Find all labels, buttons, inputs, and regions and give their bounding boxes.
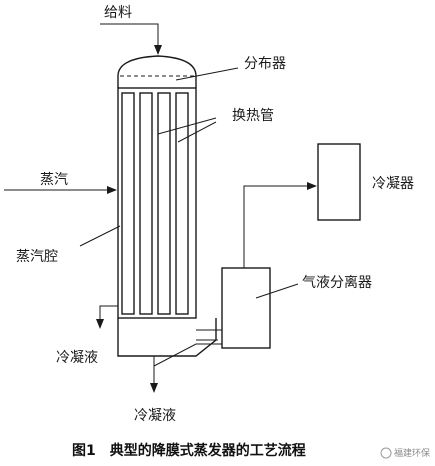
steam-label: 蒸汽 xyxy=(40,172,68,188)
condensate-bottom-label: 冷凝液 xyxy=(134,408,176,424)
heat-tubes-leader-2 xyxy=(177,121,217,143)
steam-chamber-label: 蒸汽腔 xyxy=(16,249,58,265)
distributor-label: 分布器 xyxy=(244,56,286,72)
condensate-left-arrow xyxy=(96,305,118,329)
distributor-leader xyxy=(175,67,239,81)
condenser-label: 冷凝器 xyxy=(372,176,414,192)
bottom-chamber xyxy=(117,318,217,357)
condensate-funnel xyxy=(153,343,222,367)
gas-liquid-separator xyxy=(221,267,271,349)
evaporator-top-dome xyxy=(117,55,197,88)
feed-arrow xyxy=(100,23,162,55)
watermark-icon xyxy=(380,447,392,459)
heat-tube xyxy=(157,92,171,315)
vapor-line-to-condenser xyxy=(243,182,317,268)
heat-tubes-label: 换热管 xyxy=(232,107,274,124)
heat-tubes-leader-1 xyxy=(157,117,217,135)
heat-tube xyxy=(175,92,189,315)
condenser xyxy=(317,143,361,221)
feed-label: 给料 xyxy=(104,5,132,21)
separator-leader xyxy=(255,283,299,299)
steam-chamber-leader xyxy=(79,225,121,247)
heat-tube xyxy=(121,92,135,315)
figure-caption: 图1 典型的降膜式蒸发器的工艺流程 xyxy=(72,442,306,459)
evaporator-shell xyxy=(117,87,197,319)
separator-label: 气液分离器 xyxy=(302,274,372,291)
heat-tube xyxy=(139,92,153,315)
condensate-left-label: 冷凝液 xyxy=(56,350,98,366)
watermark: 福建环保 xyxy=(394,447,430,459)
